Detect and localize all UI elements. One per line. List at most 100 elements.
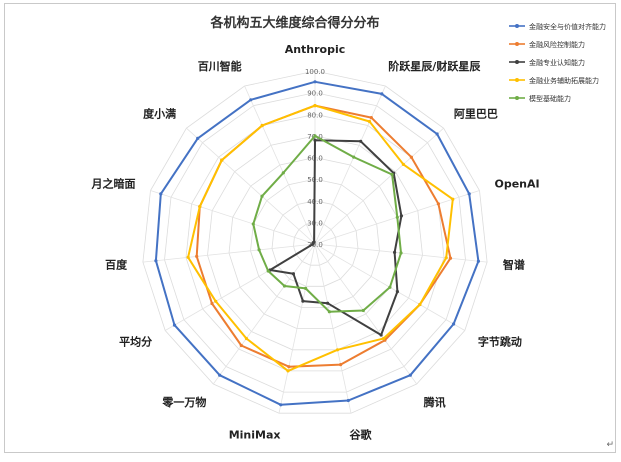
- series-point: [244, 336, 248, 341]
- series-point: [393, 250, 397, 254]
- series-line: [154, 80, 480, 406]
- series-point: [257, 248, 261, 252]
- series-point: [452, 322, 456, 326]
- series-point: [361, 308, 365, 313]
- series-point: [399, 214, 403, 218]
- legend-label: 金融业务辅助拓展能力: [529, 76, 599, 85]
- legend-marker: [515, 96, 519, 100]
- series-point: [395, 215, 399, 219]
- series-point: [287, 365, 291, 369]
- grid-ring: [164, 92, 466, 393]
- series-point: [172, 323, 177, 327]
- category-label: 度小满: [143, 107, 176, 121]
- legend-label: 金融风险控制能力: [529, 40, 585, 49]
- series-point: [436, 202, 440, 206]
- series-layer: [154, 80, 480, 407]
- category-label: 百川智能: [198, 59, 242, 73]
- grid-ring: [271, 200, 359, 287]
- series-point: [220, 158, 224, 162]
- series-point: [390, 172, 394, 177]
- series-point: [339, 363, 343, 367]
- grid-spoke: [150, 190, 316, 245]
- series-point: [367, 119, 372, 124]
- grid-spoke: [244, 85, 316, 245]
- series-point: [418, 302, 422, 307]
- tick-label: 100.0: [305, 68, 325, 76]
- series-point: [251, 222, 255, 226]
- series-line: [187, 104, 454, 372]
- legend-label: 模型基础能力: [529, 94, 571, 103]
- tick-label: 90.0: [307, 90, 323, 98]
- series-point: [395, 290, 399, 294]
- category-label: 阿里巴巴: [454, 107, 498, 121]
- legend: 金融安全与价值对齐能力金融风险控制能力金融专业认知能力金融业务辅助拓展能力模型基…: [509, 22, 606, 103]
- legend-marker: [515, 24, 519, 28]
- series-point: [380, 92, 384, 96]
- series-point: [467, 192, 471, 196]
- legend-marker: [515, 78, 519, 82]
- series-point: [304, 286, 308, 290]
- series-point: [352, 155, 356, 159]
- series-point: [198, 205, 202, 209]
- grid-ring: [207, 135, 423, 351]
- tick-label: 20.0: [307, 241, 323, 249]
- category-label: 平均分: [119, 335, 152, 349]
- legend-marker: [515, 42, 519, 46]
- series-point: [313, 104, 317, 108]
- category-label: 阶跃星辰/财跃星辰: [388, 59, 481, 73]
- legend-marker: [515, 60, 519, 64]
- grid-spoke: [278, 243, 316, 414]
- legend-label: 金融安全与价值对齐能力: [529, 22, 606, 31]
- series-point: [218, 373, 222, 377]
- series-point: [388, 285, 392, 289]
- series-point: [260, 123, 264, 128]
- series-point: [399, 251, 403, 255]
- series-point: [313, 138, 317, 142]
- series-point: [239, 343, 243, 348]
- series-point: [379, 333, 383, 337]
- grid-spoke: [314, 243, 418, 385]
- radar-chart: 各机构五大维度综合得分分布 20.030.040.050.060.070.080…: [91, 15, 607, 442]
- grid-spoke: [212, 243, 316, 385]
- series-point: [286, 369, 290, 373]
- series-point: [313, 134, 317, 138]
- series-point: [249, 98, 253, 102]
- category-label: Anthropic: [285, 43, 346, 56]
- category-label: 月之暗面: [91, 177, 136, 191]
- series-point: [266, 269, 270, 273]
- series-point: [335, 348, 340, 352]
- series-point: [301, 299, 305, 303]
- series-point: [312, 240, 316, 244]
- series-point: [291, 272, 295, 276]
- series-point: [313, 80, 317, 84]
- series-point: [382, 336, 386, 341]
- series-point: [444, 256, 448, 260]
- grid-spoke: [314, 127, 444, 245]
- series-point: [409, 155, 413, 159]
- grid-ring: [142, 70, 488, 414]
- series-point: [451, 197, 455, 201]
- grid-spoke: [314, 243, 352, 414]
- grid-spoke: [314, 85, 386, 245]
- category-label: 谷歌: [350, 428, 373, 442]
- series-point: [195, 254, 199, 258]
- grid-spoke: [186, 127, 316, 245]
- chart-frame: 各机构五大维度综合得分分布 20.030.040.050.060.070.080…: [4, 3, 616, 453]
- series-point: [214, 299, 218, 303]
- grid-ring: [293, 221, 337, 266]
- series-point: [196, 136, 200, 140]
- corner-mark: ↵: [606, 440, 614, 450]
- series-point: [159, 192, 163, 196]
- series-point: [369, 116, 373, 120]
- category-label: MiniMax: [229, 429, 281, 442]
- category-label: 百度: [105, 257, 128, 271]
- category-label: OpenAI: [495, 178, 540, 191]
- category-label: 零一万物: [161, 395, 206, 409]
- grid-ring: [250, 178, 380, 308]
- series-point: [401, 162, 405, 166]
- series-point: [154, 259, 158, 263]
- category-label: 字节跳动: [478, 335, 522, 349]
- category-labels: Anthropic阶跃星辰/财跃星辰阿里巴巴OpenAI智谱字节跳动腾讯谷歌Mi…: [91, 43, 540, 442]
- series-point: [279, 403, 283, 407]
- series-point: [327, 310, 331, 314]
